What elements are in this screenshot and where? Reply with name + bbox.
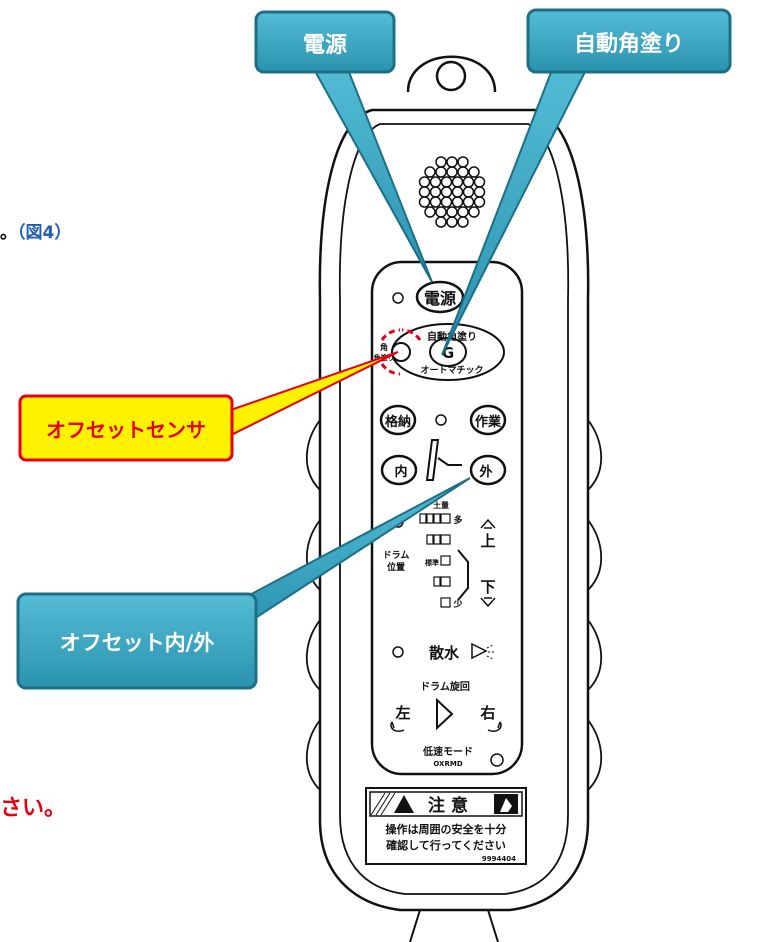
offset-sensor-callout: オフセットセンサ	[18, 351, 399, 462]
power-callout-text: 電源	[303, 33, 347, 58]
speaker-hole	[462, 196, 475, 208]
left-label: 左	[394, 704, 410, 722]
speaker-hole	[451, 186, 464, 198]
store-led	[435, 414, 447, 426]
sensor-label-1: 角	[380, 342, 388, 352]
period-text: 。	[0, 223, 17, 243]
speaker-hole	[429, 186, 442, 198]
speaker-hole	[440, 176, 453, 188]
soil-amount-label: 土量	[433, 500, 449, 510]
remote-body	[305, 55, 603, 942]
speaker-hole	[418, 196, 431, 208]
right-label: 右	[480, 704, 495, 722]
auto-corner-ring-bottom: オートマチック	[420, 365, 483, 376]
standard-label: 標準	[425, 558, 439, 567]
caution-label: 注 意 操作は周囲の安全を十分 確認して行ってください 9994404	[365, 787, 527, 865]
hatch-pattern	[370, 792, 396, 816]
speaker-hole	[473, 186, 486, 198]
offset-sensor-callout-text: オフセットセンサ	[46, 418, 206, 442]
speaker-hole	[473, 176, 486, 188]
few-label: 少	[452, 598, 462, 610]
speaker-hole	[446, 166, 458, 178]
caution-title: 注 意	[428, 795, 468, 816]
power-callout: 電源	[254, 10, 433, 283]
down-label: 下	[480, 578, 495, 596]
water-button[interactable]: 散水	[429, 642, 495, 662]
speaker-hole	[435, 166, 447, 178]
control-panel	[370, 260, 524, 776]
drum-position-label-1: ドラム	[383, 550, 410, 561]
speaker-hole	[418, 176, 431, 188]
low-speed-sublabel: OXRMD	[433, 760, 462, 768]
speaker-hole	[440, 196, 453, 208]
auto-corner-callout-text: 自動角塗り	[574, 31, 684, 57]
drum-position-label-2: 位置	[387, 561, 405, 573]
auto-corner-callout: 自動角塗り	[441, 8, 732, 356]
water-label: 散水	[429, 644, 460, 662]
store-button-label: 格納	[385, 414, 411, 430]
speaker-hole	[435, 156, 447, 168]
low-speed-led[interactable]	[490, 753, 504, 767]
drum-tilt-icon	[425, 439, 462, 481]
speaker-hole	[468, 166, 480, 178]
speaker-hole	[451, 176, 464, 188]
drum-rotation-icon	[436, 697, 454, 731]
speaker-hole	[457, 216, 469, 228]
speaker-hole	[473, 196, 486, 208]
drum-level-icon	[457, 549, 469, 601]
out-button[interactable]: 外	[469, 454, 507, 486]
warning-fragment: さい。	[0, 796, 67, 821]
speaker-hole	[457, 156, 469, 168]
offset-inout-callout: オフセット内/外	[16, 477, 471, 690]
work-button-label: 作業	[475, 414, 502, 430]
rotate-left-button[interactable]: 左	[390, 704, 411, 733]
water-led	[392, 646, 404, 658]
caution-code: 9994404	[482, 855, 516, 863]
work-button[interactable]: 作業	[469, 404, 507, 436]
warning-triangle-icon	[394, 795, 414, 813]
speaker-hole	[462, 186, 475, 198]
speaker-hole	[457, 166, 469, 178]
power-led	[392, 292, 404, 304]
power-button-label: 電源	[424, 289, 456, 308]
rotate-right-button[interactable]: 右	[480, 704, 502, 733]
speaker-hole	[468, 206, 480, 218]
speaker-hole	[424, 206, 436, 218]
caution-line-2: 確認して行ってください	[386, 838, 506, 852]
speaker-hole	[418, 186, 431, 198]
low-speed-label: 低速モード	[422, 745, 473, 758]
speaker-hole	[446, 216, 458, 228]
speaker-hole	[440, 186, 453, 198]
speaker-hole	[424, 166, 436, 178]
speaker-hole	[462, 176, 475, 188]
store-button[interactable]: 格納	[379, 404, 417, 436]
speaker-hole	[429, 196, 442, 208]
speaker-hole	[429, 176, 442, 188]
speaker-hole	[435, 216, 447, 228]
in-button-label: 内	[394, 464, 407, 480]
speaker-hole	[446, 156, 458, 168]
speaker-hole	[446, 206, 458, 218]
caution-line-1: 操作は周囲の安全を十分	[386, 822, 507, 836]
drum-rotation-label: ドラム旋回	[420, 680, 470, 693]
in-button[interactable]: 内	[380, 454, 418, 486]
speaker-grille	[418, 156, 486, 228]
power-button[interactable]: 電源	[415, 280, 465, 314]
speaker-hole	[457, 206, 469, 218]
level-indicator	[419, 513, 451, 608]
offset-inout-callout-text: オフセット内/外	[60, 631, 215, 655]
many-label: 多	[453, 514, 462, 526]
up-button[interactable]: 上	[480, 518, 496, 550]
speaker-hole	[435, 206, 447, 218]
down-button[interactable]: 下	[480, 578, 496, 608]
figure-reference: （図4）	[17, 223, 72, 243]
out-button-label: 外	[478, 464, 492, 480]
speaker-hole	[451, 196, 464, 208]
text-fragment-top: 。（図4）	[0, 218, 71, 243]
up-label: 上	[480, 532, 495, 550]
